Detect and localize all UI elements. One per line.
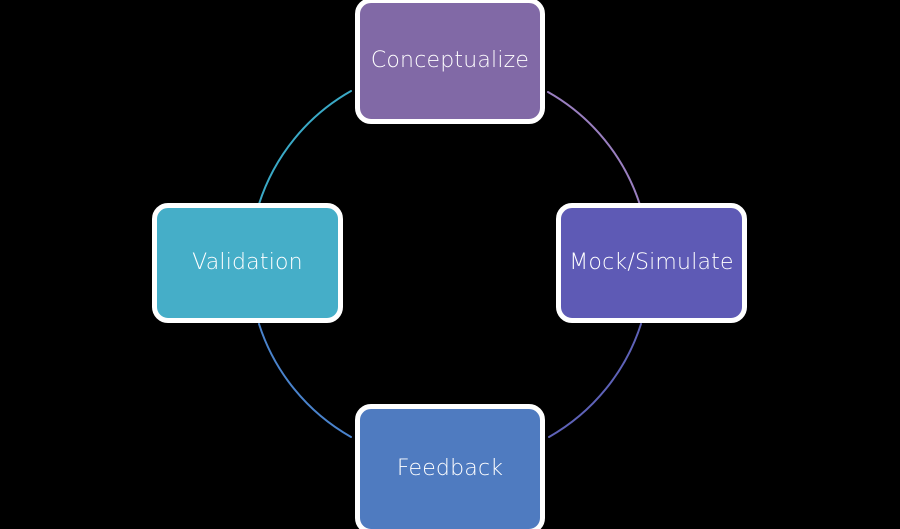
connection-validation-to-conceptualize	[258, 90, 352, 205]
connection-conceptualize-to-mock	[547, 91, 641, 206]
connection-mock-to-feedback	[548, 323, 642, 438]
node-feedback-label: Feedback	[396, 455, 504, 481]
node-conceptualize[interactable]: Conceptualize	[355, 0, 545, 124]
node-mock-simulate[interactable]: Mock/Simulate	[556, 203, 747, 323]
node-conceptualize-label: Conceptualize	[370, 47, 530, 73]
node-mock-simulate-label: Mock/Simulate	[569, 249, 734, 275]
node-feedback[interactable]: Feedback	[355, 404, 545, 529]
connection-feedback-to-validation	[258, 323, 352, 438]
node-validation-label: Validation	[192, 249, 303, 275]
node-validation[interactable]: Validation	[152, 203, 343, 323]
